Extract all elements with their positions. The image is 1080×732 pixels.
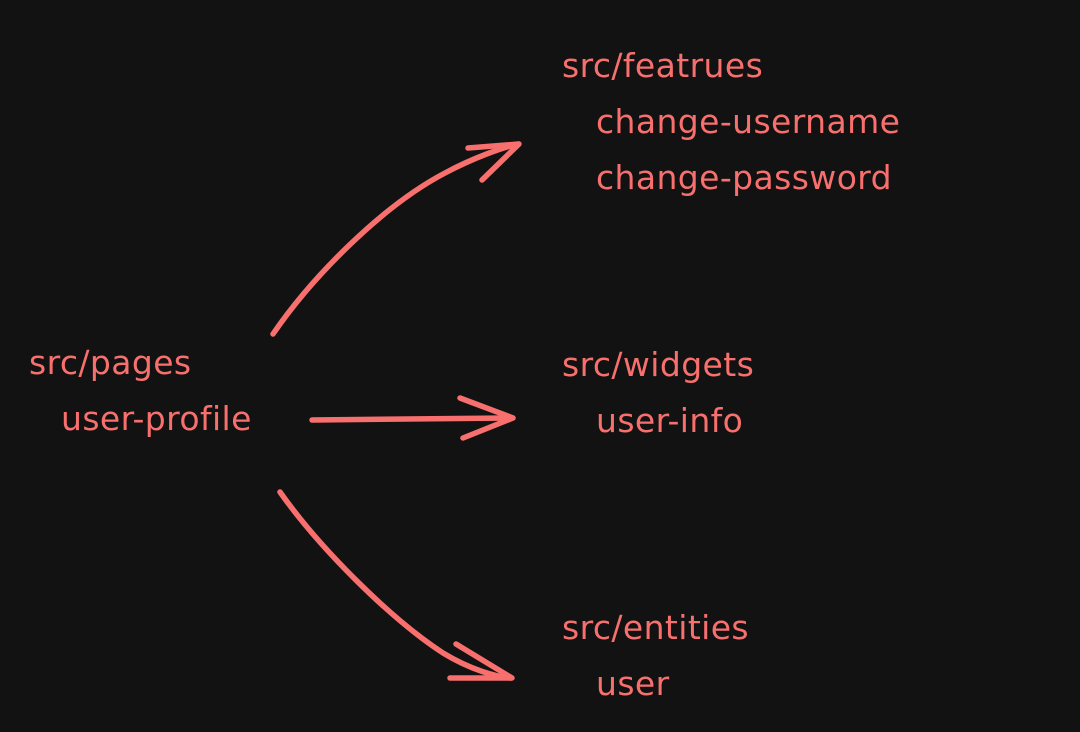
- arrow-to-widgets-shaft: [309, 415, 515, 423]
- node-src-pages-title: src/pages: [29, 343, 192, 382]
- arrow-to-entities: [277, 489, 515, 681]
- node-src-widgets-child-user-info: user-info: [596, 401, 744, 440]
- node-src-features-child-change-password: change-password: [596, 158, 893, 197]
- node-src-entities-title: src/entities: [562, 608, 750, 647]
- node-src-features-title: src/featrues: [562, 46, 764, 85]
- node-src-pages[interactable]: src/pages user-profile: [29, 346, 252, 435]
- arrow-to-features-shaft: [270, 141, 521, 337]
- node-src-entities[interactable]: src/entities user: [562, 611, 749, 700]
- arrow-to-widgets: [309, 395, 516, 441]
- arrow-to-entities-shaft: [277, 489, 514, 681]
- node-src-widgets[interactable]: src/widgets user-info: [562, 348, 754, 437]
- node-src-entities-child-user: user: [596, 664, 670, 703]
- node-src-pages-child-user-profile: user-profile: [61, 399, 252, 438]
- arrow-to-features: [270, 141, 522, 337]
- node-src-features[interactable]: src/featrues change-username change-pass…: [562, 49, 900, 194]
- node-src-features-child-change-username: change-username: [596, 102, 901, 141]
- arrow-to-entities-head: [447, 641, 515, 681]
- arrow-to-widgets-head: [457, 395, 516, 441]
- arrow-to-features-head: [465, 141, 522, 183]
- node-src-widgets-title: src/widgets: [562, 345, 755, 384]
